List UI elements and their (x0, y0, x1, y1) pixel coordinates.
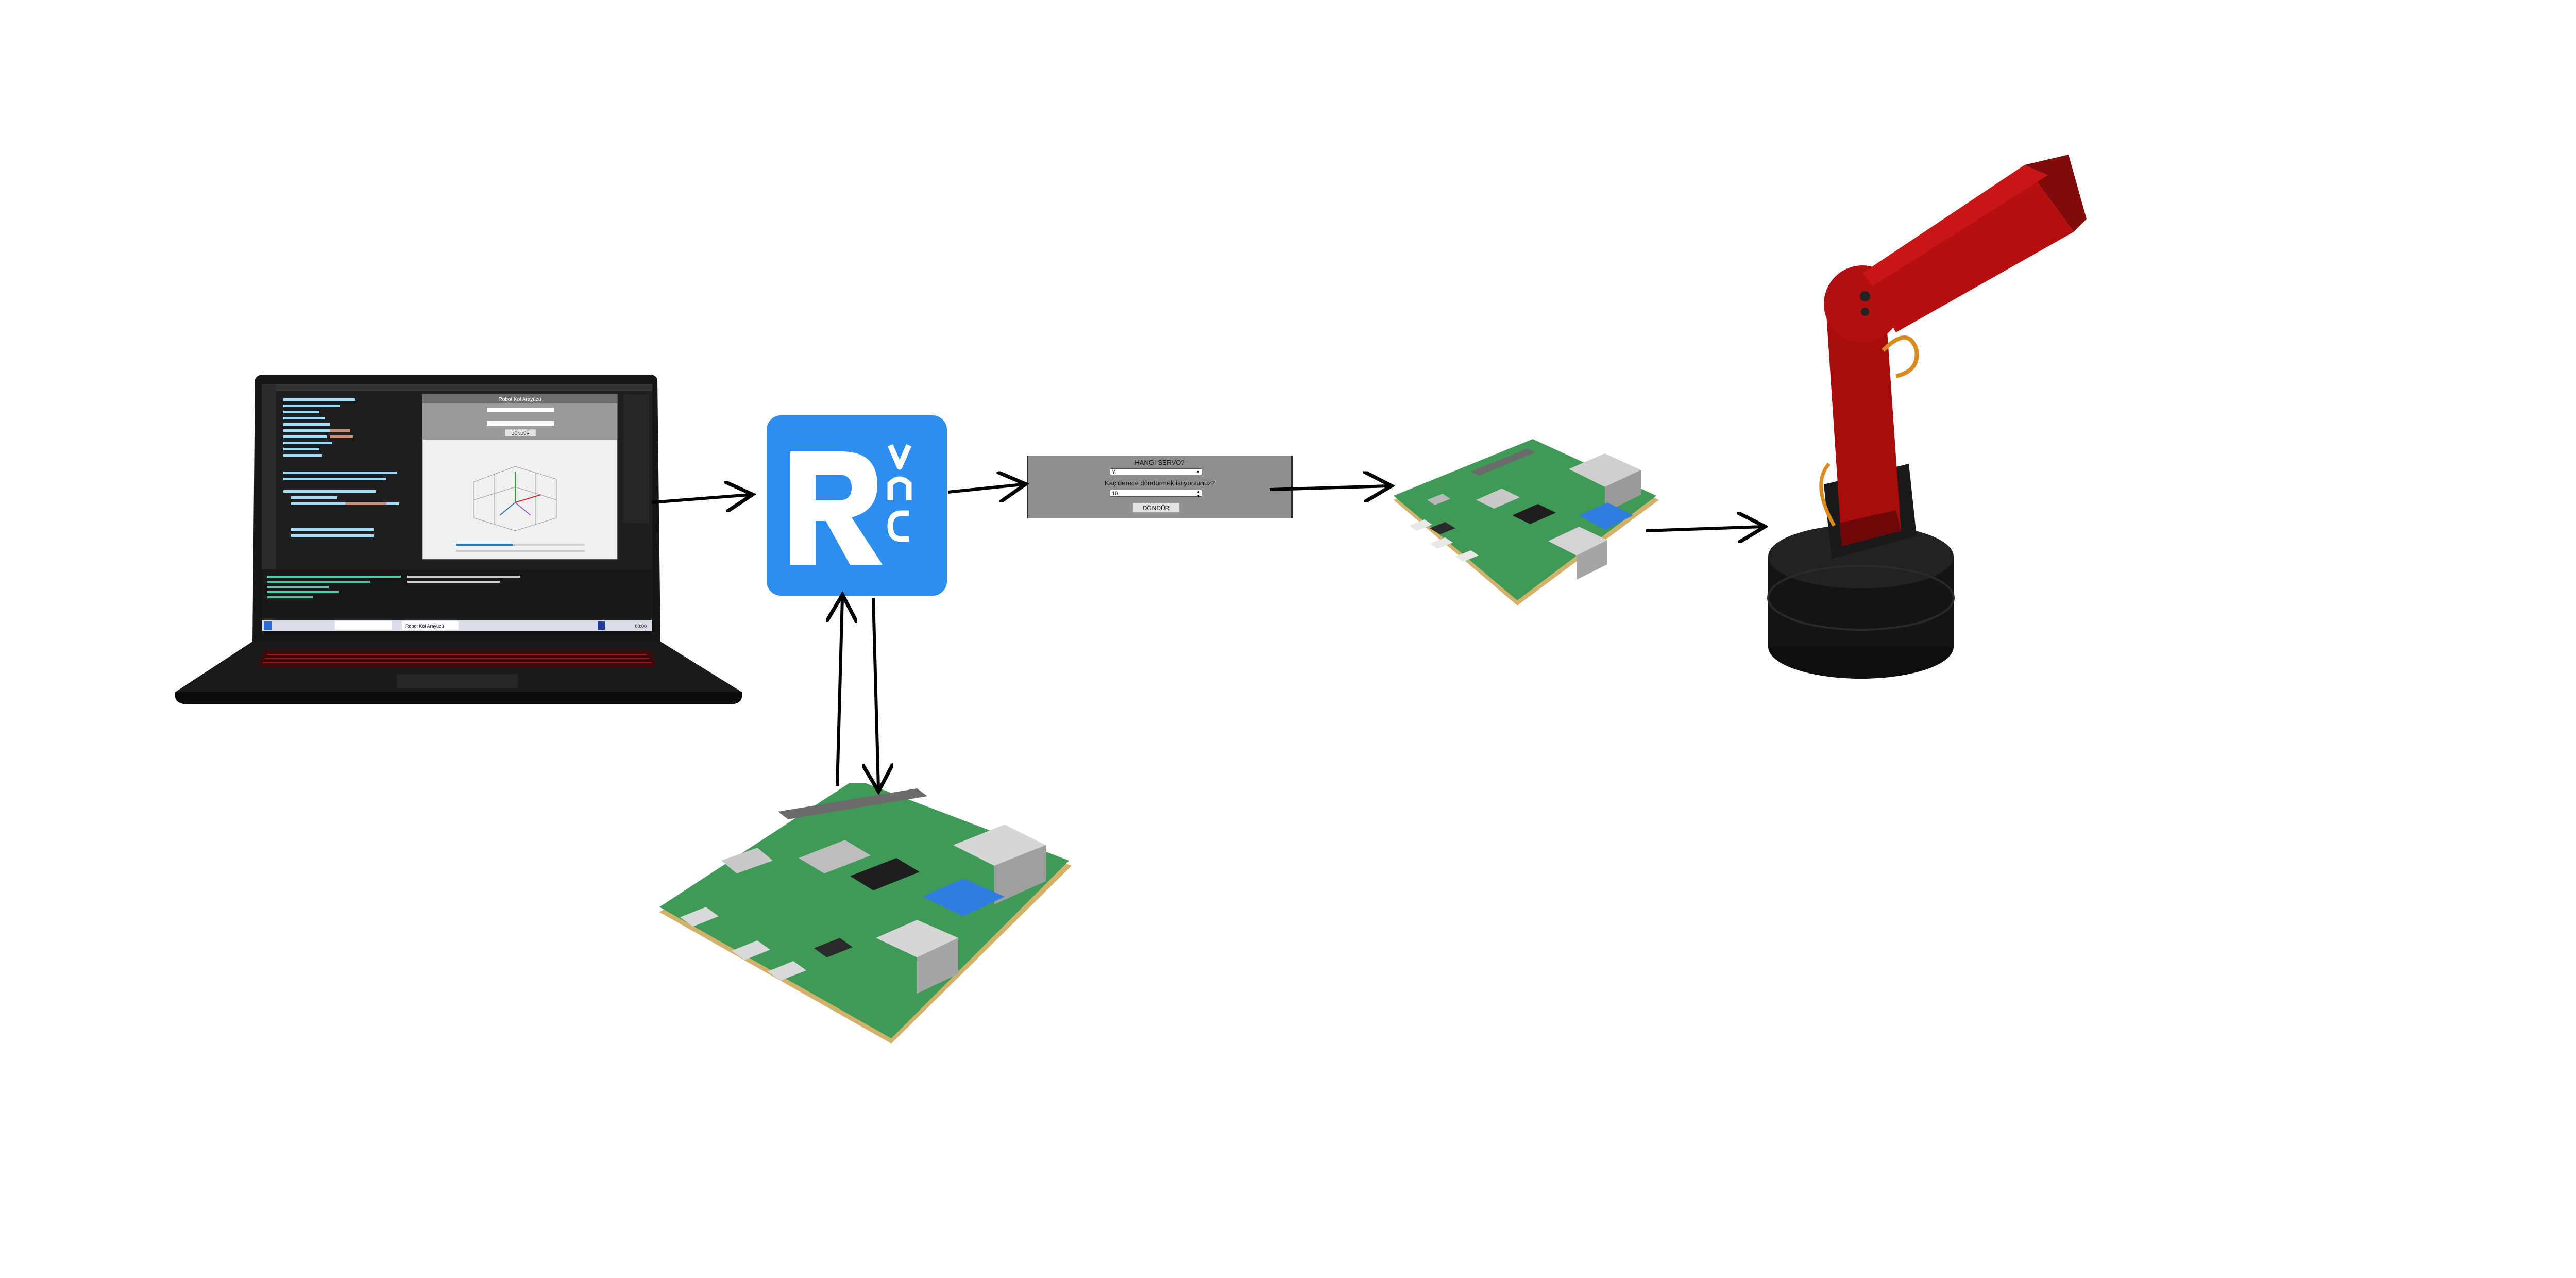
taskbar-clock: 00:00 (635, 624, 647, 629)
arrow-icon (1646, 527, 1762, 531)
arrow-icon (873, 597, 878, 788)
robot-arm (1739, 155, 2099, 711)
rotate-button[interactable]: DÖNDÜR (1132, 502, 1180, 513)
raspberry-pi-board-controller (1373, 438, 1667, 608)
servo-select[interactable]: Y ▼ (1110, 468, 1202, 475)
panel-title: HANGI SERVO? (1134, 459, 1185, 466)
arrow-icon (837, 598, 842, 786)
raspberry-pi-board-icon (659, 783, 1072, 1044)
servo-select-value: Y (1112, 469, 1116, 475)
servo-control-panel: HANGI SERVO? Y ▼ Kaç derece döndürmek is… (1027, 456, 1293, 518)
chevron-down-icon: ▼ (1196, 469, 1200, 475)
raspberry-pi-board-icon (1394, 439, 1659, 606)
vnc-logo: R (767, 415, 947, 596)
arrow-icon (1269, 486, 1388, 490)
robot-arm-icon (1767, 155, 2087, 679)
vnc-logo-icon (790, 444, 912, 565)
laptop: Robot Kol Arayüzü DÖNDÜR (175, 374, 742, 709)
arrow-icon (651, 495, 750, 502)
degree-spinbox[interactable]: 10 ▲▼ (1110, 489, 1202, 498)
raspberry-pi-board-server (649, 783, 1082, 1046)
popup-button: DÖNDÜR (511, 431, 529, 436)
arrow-icon (947, 484, 1023, 492)
laptop-icon: Robot Kol Arayüzü DÖNDÜR (175, 375, 742, 704)
degree-value: 10 (1112, 491, 1118, 497)
spin-arrows-icon: ▲▼ (1196, 489, 1200, 498)
taskbar-item: Robot Kol Arayüzü (405, 624, 444, 629)
degree-question: Kaç derece döndürmek istiyorsunuz? (1105, 479, 1215, 487)
popup-title: Robot Kol Arayüzü (499, 397, 541, 402)
